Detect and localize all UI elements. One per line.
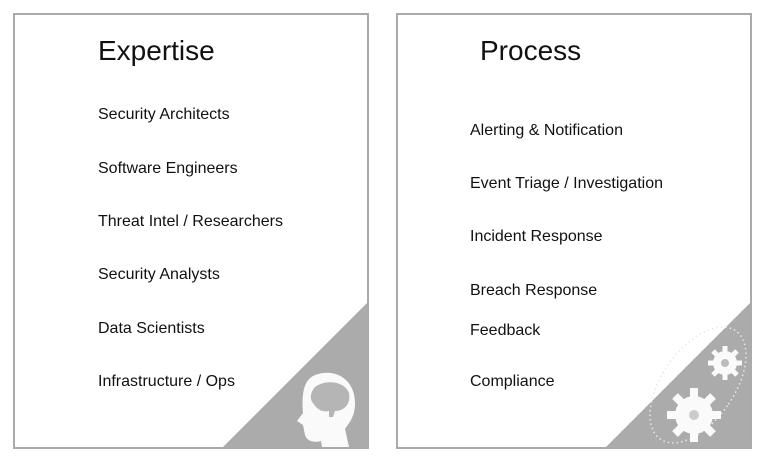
expertise-title: Expertise [98, 35, 215, 66]
corner-triangle [223, 303, 367, 447]
process-item: Alerting & Notification [470, 122, 623, 139]
process-item: Compliance [470, 373, 555, 390]
expertise-item: Data Scientists [98, 320, 205, 337]
process-item: Feedback [470, 322, 541, 339]
expertise-item: Infrastructure / Ops [98, 373, 235, 390]
process-panel: Process Alerting & Notification Event Tr… [396, 13, 752, 449]
expertise-item: Security Architects [98, 106, 230, 123]
expertise-item: Security Analysts [98, 266, 220, 283]
process-title: Process [480, 35, 582, 66]
head-brain-icon [297, 372, 355, 447]
expertise-item: Threat Intel / Researchers [98, 213, 283, 230]
process-item: Event Triage / Investigation [470, 175, 663, 192]
process-item: Breach Response [470, 282, 598, 299]
gears-icon [649, 326, 747, 444]
corner-triangle [606, 303, 750, 447]
process-item: Incident Response [470, 228, 603, 245]
expertise-panel: Expertise Security Architects Software E… [13, 13, 369, 449]
expertise-item: Software Engineers [98, 160, 238, 177]
